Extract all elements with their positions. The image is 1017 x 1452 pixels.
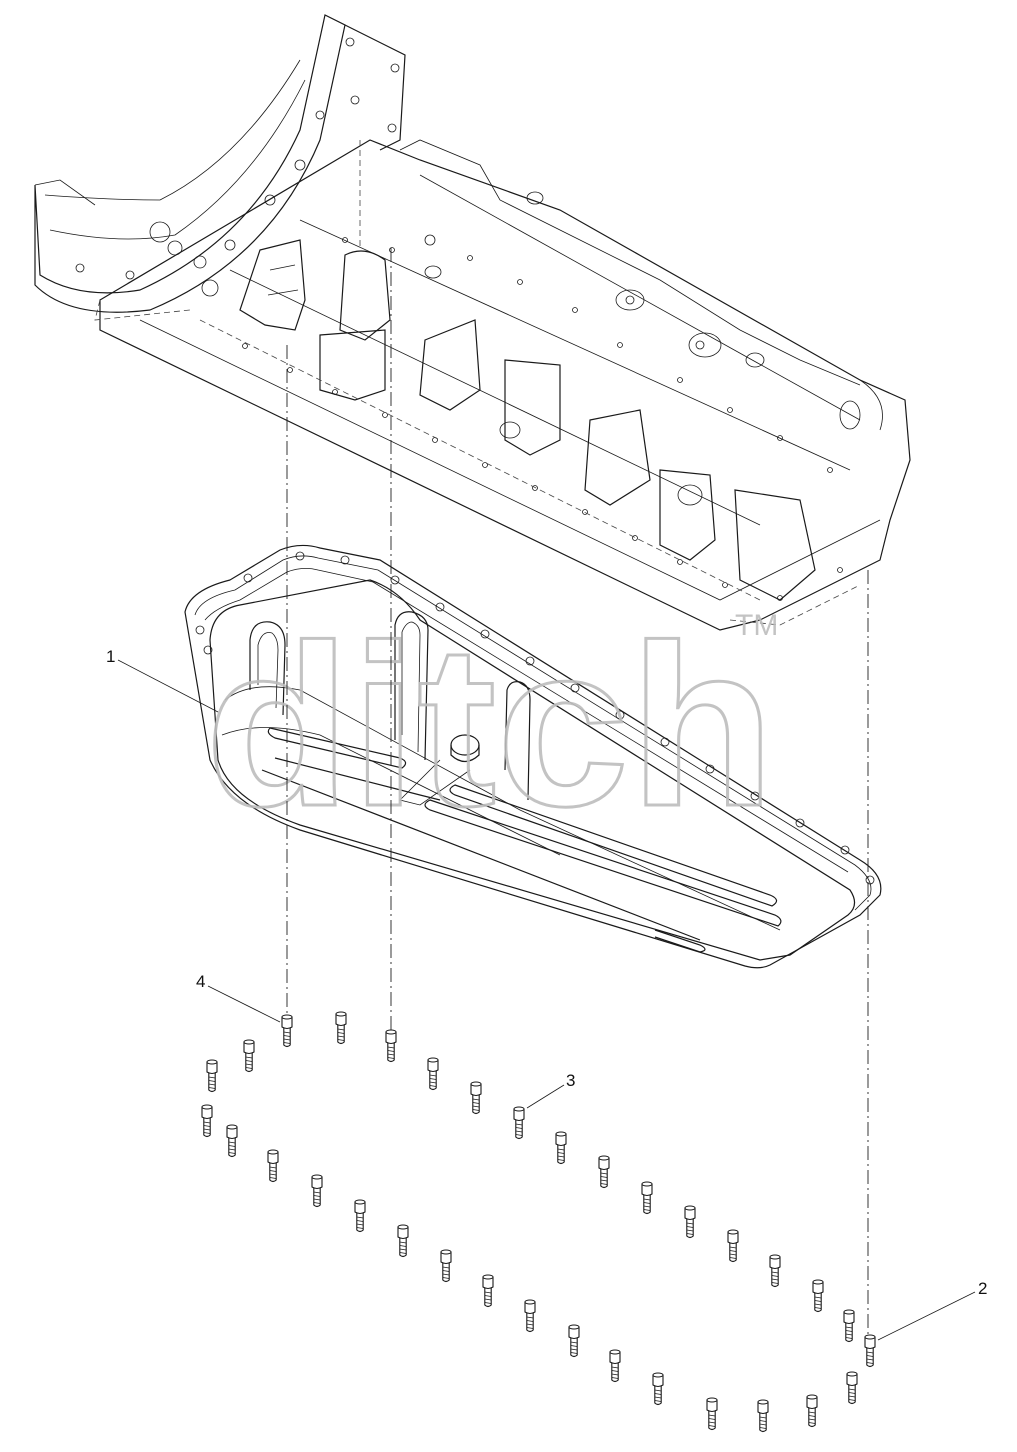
- bolt-icon: [226, 1124, 238, 1158]
- bolt-icon: [652, 1372, 664, 1406]
- bolt-icon: [524, 1299, 536, 1333]
- watermark-logo: ditch TM: [204, 596, 779, 856]
- bolt-icon: [385, 1029, 397, 1063]
- bolt-icon: [843, 1309, 855, 1343]
- bolt-icon: [335, 1011, 347, 1045]
- bolt-icon: [609, 1349, 621, 1383]
- bolt-icon: [513, 1106, 525, 1140]
- bolt-icon: [757, 1399, 769, 1433]
- bolt-icon: [727, 1229, 739, 1263]
- bolt-icon: [769, 1254, 781, 1288]
- bolt-icon: [812, 1279, 824, 1313]
- bolt-icon: [568, 1324, 580, 1358]
- bolt-icon: [598, 1155, 610, 1189]
- bolt-icon: [482, 1274, 494, 1308]
- flange-holes: [242, 234, 843, 601]
- bolts-group: [201, 1011, 876, 1433]
- bolt-icon: [427, 1057, 439, 1091]
- callout-4: 4: [196, 972, 281, 1023]
- oil-pan-icon: [184, 544, 882, 969]
- engine-block-icon: [34, 14, 911, 631]
- callout-1: 1: [106, 647, 219, 713]
- bolt-icon: [641, 1181, 653, 1215]
- bolt-icon: [267, 1149, 279, 1183]
- bolt-icon: [281, 1014, 293, 1048]
- callout-2-label: 2: [978, 1279, 987, 1298]
- bolt-icon: [243, 1039, 255, 1073]
- bolt-icon: [555, 1131, 567, 1165]
- bolt-icon: [440, 1249, 452, 1283]
- watermark-text: ditch: [205, 597, 775, 854]
- bolt-icon: [864, 1334, 876, 1368]
- bolt-icon: [470, 1081, 482, 1115]
- callout-4-label: 4: [196, 972, 205, 991]
- bolt-icon: [311, 1174, 323, 1208]
- bolt-icon: [206, 1059, 218, 1093]
- callout-3: 3: [526, 1071, 575, 1109]
- bolt-icon: [201, 1104, 213, 1138]
- bolt-icon: [397, 1224, 409, 1258]
- bolt-icon: [706, 1397, 718, 1431]
- callout-2: 2: [877, 1279, 987, 1341]
- callout-3-label: 3: [566, 1071, 575, 1090]
- watermark-trademark: TM: [735, 609, 778, 642]
- alignment-lines: [286, 248, 869, 1335]
- bolt-icon: [684, 1205, 696, 1239]
- bulkheads: [239, 239, 861, 601]
- bolt-icon: [846, 1371, 858, 1405]
- callout-1-label: 1: [106, 647, 115, 666]
- bolt-icon: [806, 1394, 818, 1428]
- bolt-icon: [354, 1199, 366, 1233]
